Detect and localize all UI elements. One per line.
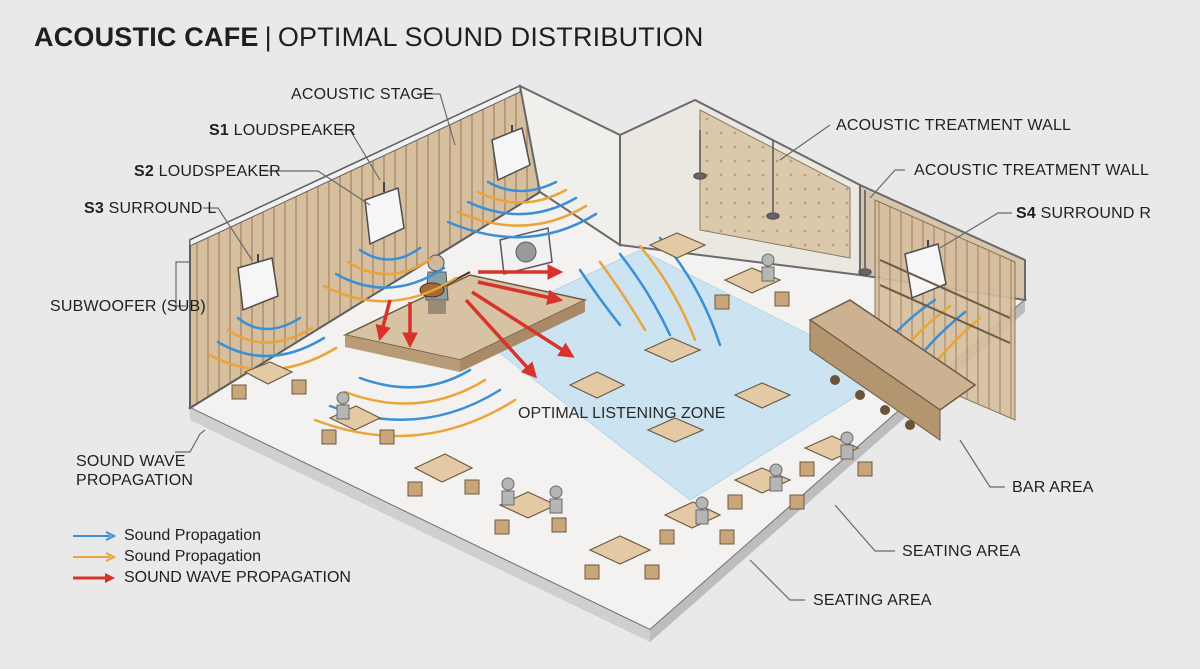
legend-label-blue: Sound Propagation xyxy=(124,527,261,545)
blue-arrow-icon xyxy=(72,530,118,542)
s2-code: S2 xyxy=(134,163,154,180)
legend-item-blue: Sound Propagation xyxy=(72,525,351,546)
label-sound-wave-propagation: SOUND WAVE PROPAGATION xyxy=(76,452,193,490)
label-bar-area: BAR AREA xyxy=(1012,479,1094,497)
label-seating-area-2: SEATING AREA xyxy=(813,592,932,610)
label-s2-loudspeaker: S2 LOUDSPEAKER xyxy=(134,163,281,181)
label-treatment-wall-2: ACOUSTIC TREATMENT WALL xyxy=(914,162,1149,180)
label-optimal-listening-zone: OPTIMAL LISTENING ZONE xyxy=(518,405,725,423)
label-s1-loudspeaker: S1 LOUDSPEAKER xyxy=(209,122,356,140)
s3-code: S3 xyxy=(84,200,104,217)
wave-label-line1: SOUND WAVE xyxy=(76,452,193,471)
legend-item-red: SOUND WAVE PROPAGATION xyxy=(72,567,351,588)
label-subwoofer: SUBWOOFER (SUB) xyxy=(50,298,206,316)
legend: Sound Propagation Sound Propagation SOUN… xyxy=(72,525,351,588)
s4-text: SURROUND R xyxy=(1041,205,1151,222)
legend-label-orange: Sound Propagation xyxy=(124,548,261,566)
legend-item-orange: Sound Propagation xyxy=(72,546,351,567)
label-acoustic-stage: ACOUSTIC STAGE xyxy=(291,86,434,104)
s3-text: SURROUND L xyxy=(109,200,217,217)
s1-code: S1 xyxy=(209,122,229,139)
red-arrow-icon xyxy=(72,572,118,584)
legend-label-red: SOUND WAVE PROPAGATION xyxy=(124,569,351,587)
label-seating-area-1: SEATING AREA xyxy=(902,543,1021,561)
s1-text: LOUDSPEAKER xyxy=(234,122,356,139)
s4-code: S4 xyxy=(1016,205,1036,222)
s2-text: LOUDSPEAKER xyxy=(159,163,281,180)
label-s4-surround-r: S4 SURROUND R xyxy=(1016,205,1151,223)
label-s3-surround-l: S3 SURROUND L xyxy=(84,200,216,218)
wave-label-line2: PROPAGATION xyxy=(76,471,193,490)
orange-arrow-icon xyxy=(72,551,118,563)
label-treatment-wall-1: ACOUSTIC TREATMENT WALL xyxy=(836,117,1071,135)
